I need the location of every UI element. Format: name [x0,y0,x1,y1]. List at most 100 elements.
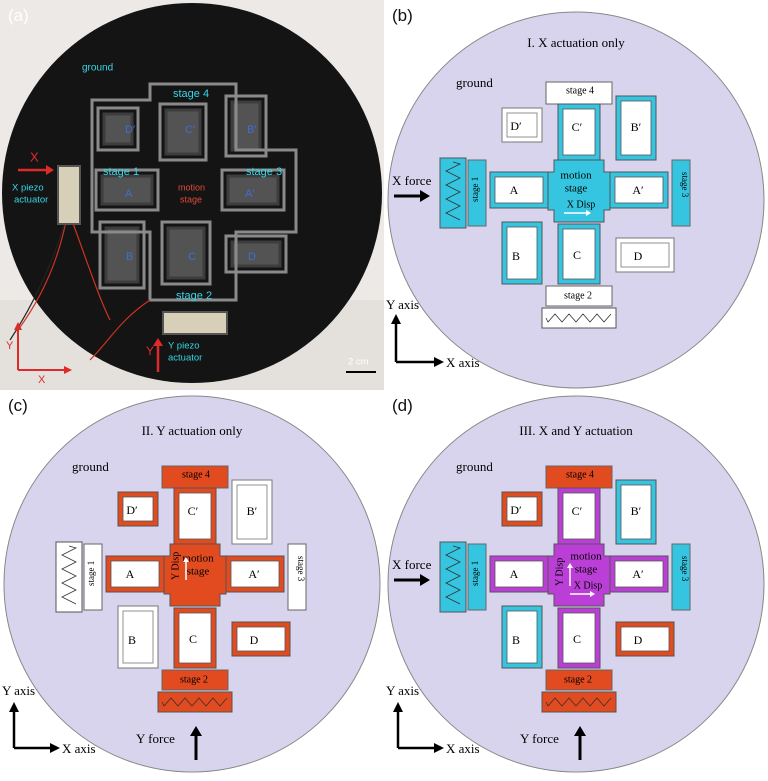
motion-stage [547,543,611,607]
flexure-D2 [501,107,543,143]
flex-label-D: D [634,633,643,647]
flex-label-B2: B′ [631,120,642,134]
d-stage3: stage 3 [680,556,690,582]
flexure-A2 [609,555,669,593]
a-ground: ground [82,63,113,74]
a-motion2: stage [180,194,202,204]
flex-label-A2: A′ [248,567,260,581]
b-stage4: stage 4 [566,85,594,96]
flex-label-A: A [510,183,519,197]
motion-stage [163,543,227,607]
a-flex-C: C [188,251,196,263]
a-axis-y: Y [6,340,14,352]
d-disp-x: X Disp [574,580,603,591]
c-disp: Y Disp [170,552,181,580]
panel-d-label: (d) [392,396,413,415]
a-xpiezo-1: X piezo [12,183,44,194]
c-ground: ground [72,459,109,474]
flexure-C2 [173,487,217,545]
panel-a-label: (a) [8,6,29,25]
flexure-C [557,223,601,285]
flex-label-B: B [128,633,136,647]
x-actuator [439,541,467,613]
d-yforce-label: Y force [520,731,559,746]
a-flex-D2: D′ [125,124,135,136]
flex-label-A2: A′ [632,183,644,197]
b-force-label: X force [392,173,432,188]
c-yaxis: Y axis [2,683,35,698]
flex-label-D: D [634,249,643,263]
flex-label-C: C [189,632,197,646]
b-force-arrow [420,190,430,202]
flex-label-C2: C′ [572,120,583,134]
flex-label-B: B [512,633,520,647]
a-flex-C2: C′ [185,124,195,136]
y-piezo-actuator [162,311,228,335]
a-stage1: stage 1 [103,166,139,178]
a-flex-A: A [125,188,133,200]
d-yaxis: Y axis [386,683,419,698]
photo-flexure [94,168,160,212]
flex-label-B: B [512,249,520,263]
flexure-A2 [609,171,669,209]
b-stage3: stage 3 [680,172,690,198]
motion-stage [547,159,611,223]
photo-flexure [220,168,286,212]
b-title: I. X actuation only [527,35,625,50]
flexure-C [173,607,217,669]
c-motion1: motion [182,553,214,565]
flexure-B2 [615,479,657,545]
a-flex-A2: A′ [245,188,254,200]
flexure-A [489,555,549,593]
stage3-bar [287,543,307,611]
photo-flexure [160,220,212,286]
flex-label-C: C [573,632,581,646]
flex-label-C2: C′ [188,504,199,518]
stage2-bar [161,669,229,691]
a-y-mark: Y [146,344,154,358]
b-stage2: stage 2 [564,290,592,301]
b-yaxis: Y axis [386,297,419,312]
panel-a-figure: ground stage 4 stage 1 stage 3 stage 2 m… [0,0,384,390]
d-stage1: stage 1 [470,561,480,586]
x-actuator [55,541,83,613]
flexure-D [615,237,675,273]
x-piezo-actuator [57,165,81,225]
c-stage3: stage 3 [296,556,306,582]
b-xaxis: X axis [446,355,480,370]
a-stage4: stage 4 [173,88,209,100]
flexure-B [501,605,543,669]
flexure-D [231,621,291,657]
a-motion1: motion [178,182,205,192]
b-stage1: stage 1 [470,177,480,202]
a-xpiezo-2: actuator [14,195,48,206]
d-xaxis: X axis [446,741,480,756]
c-motion2: stage [187,566,210,578]
a-x-mark: X [30,149,39,164]
flexure-D2 [501,491,543,527]
c-xaxis: X axis [62,741,96,756]
photo-flexure [224,94,268,158]
a-scale-label: 2 cm [348,357,369,368]
b-motion1: motion [560,170,592,182]
x-actuator [439,157,467,229]
flexure-A [489,171,549,209]
flexure-structure [90,82,298,302]
stage2-bar [545,285,613,307]
d-xforce-label: X force [392,557,432,572]
stage1-bar [83,543,103,611]
stage3-bar [671,543,691,611]
a-flex-D: D [248,251,256,263]
flex-label-D: D [250,633,259,647]
flex-label-D2: D′ [126,503,138,517]
photo-flexure [96,106,140,152]
flex-label-B2: B′ [631,504,642,518]
c-title: II. Y actuation only [142,423,243,438]
